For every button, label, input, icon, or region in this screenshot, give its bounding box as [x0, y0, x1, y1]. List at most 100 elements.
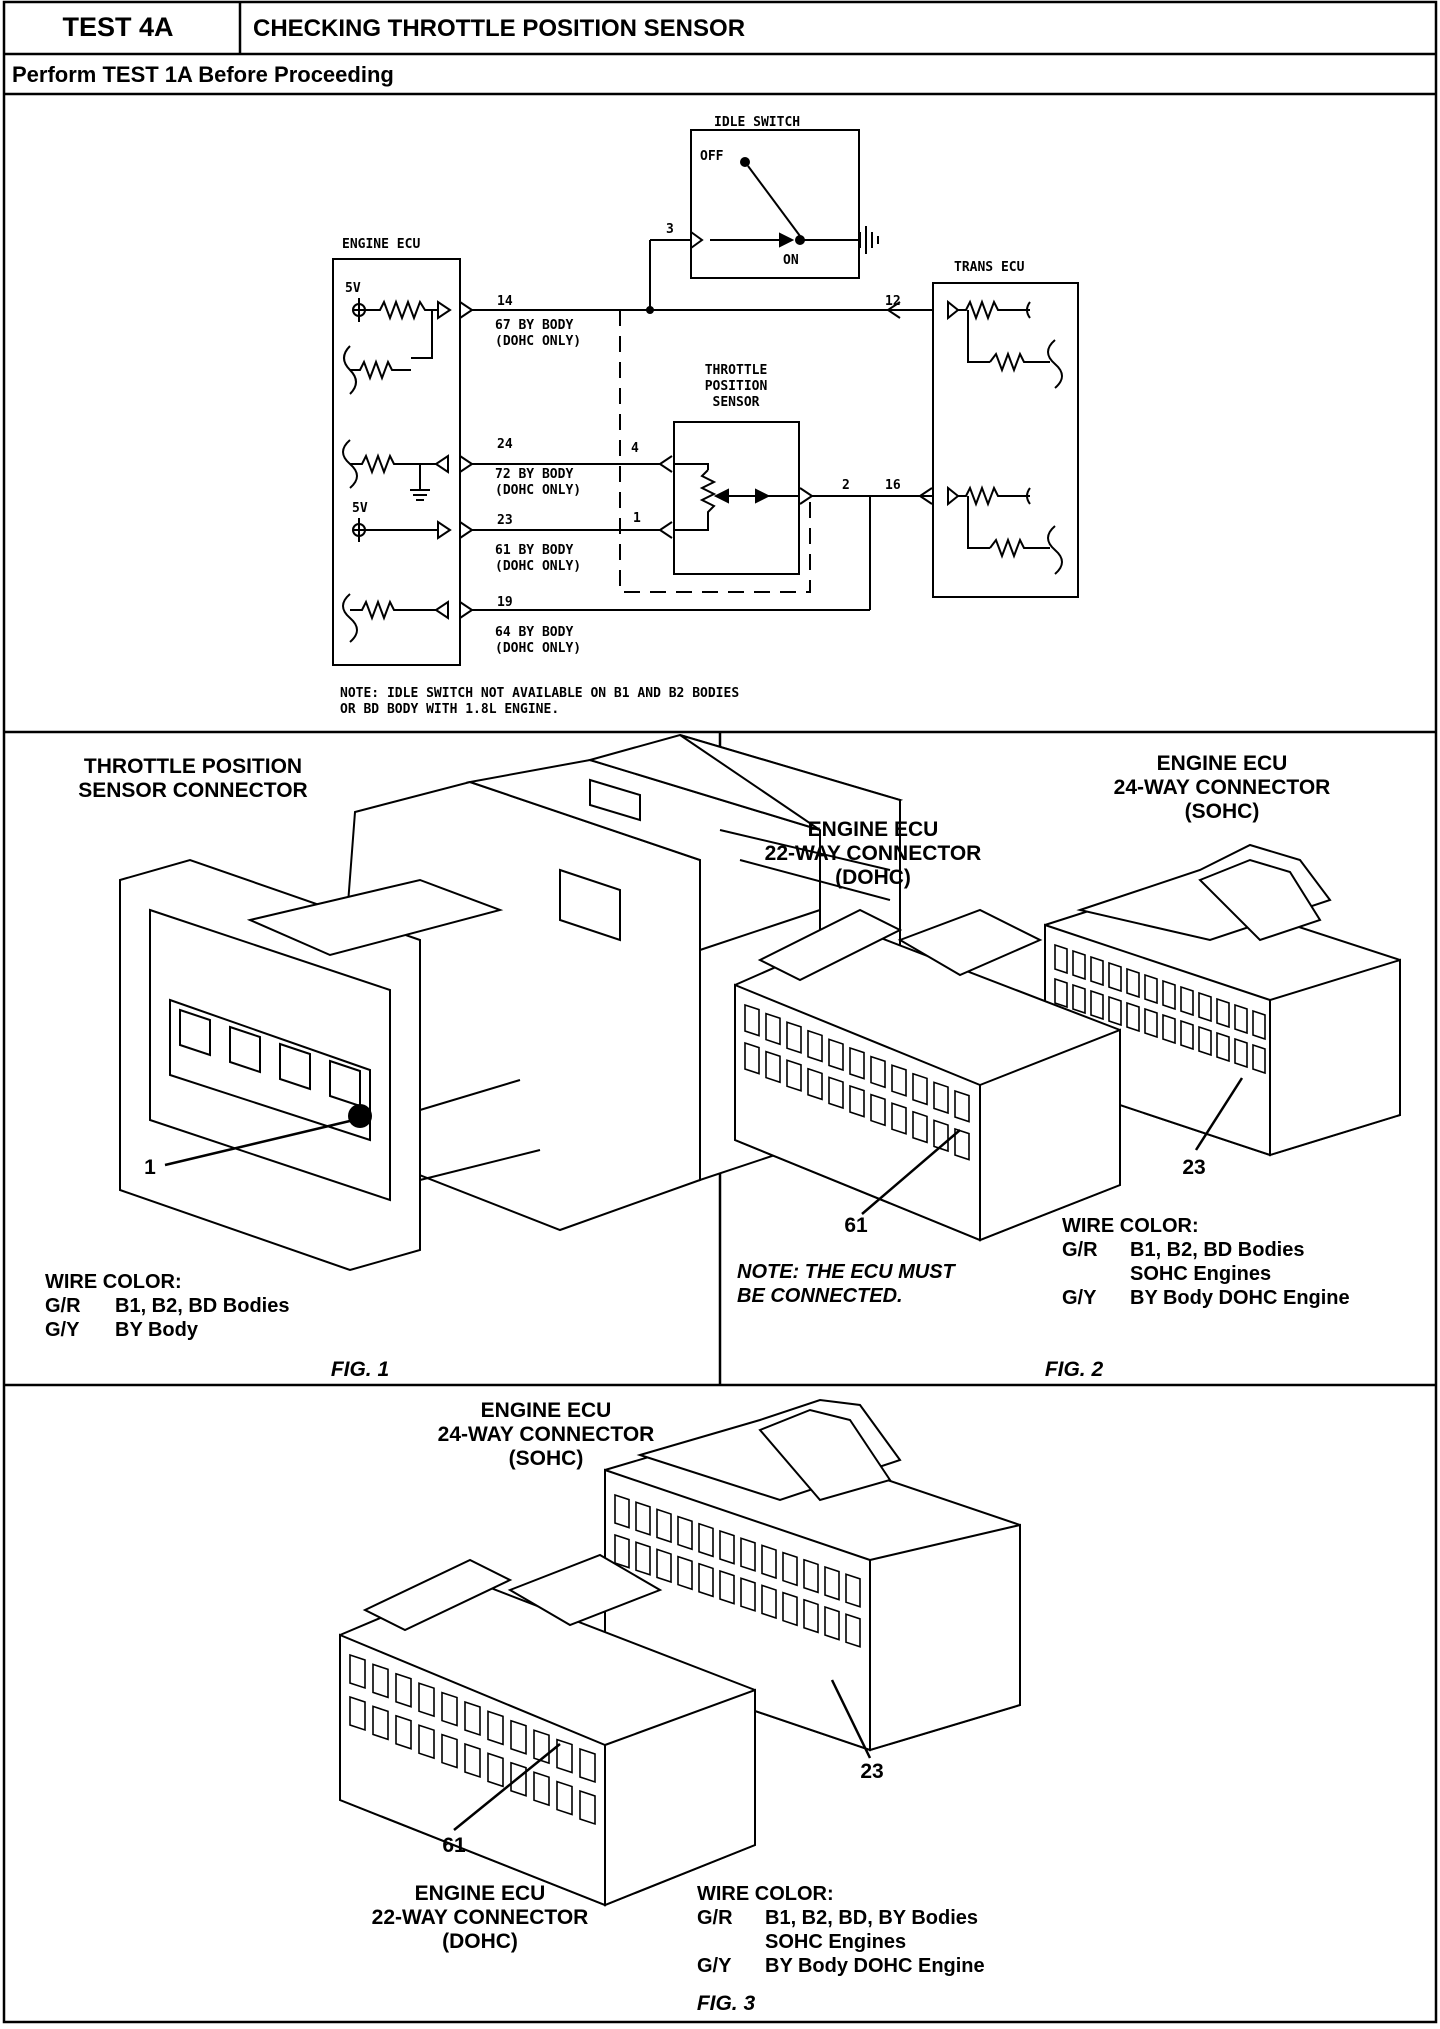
- fig1-row2-code: G/Y: [45, 1319, 80, 1341]
- fig3-24way-cavities: [614, 1493, 861, 1648]
- connector-cavity: [1252, 1043, 1266, 1075]
- connector-cavity: [782, 1591, 798, 1627]
- fig3-22way-title-1: ENGINE ECU: [415, 1882, 546, 1905]
- tps-label-2: POSITION: [705, 379, 768, 394]
- pin-3-label: 3: [666, 222, 674, 237]
- pin-19-label: 19: [497, 595, 513, 610]
- connector-cavity: [395, 1714, 412, 1750]
- fig1-row1-text: B1, B2, BD Bodies: [115, 1295, 289, 1317]
- trans-ecu-label: TRANS ECU: [954, 260, 1025, 275]
- connector-cavity: [845, 1573, 861, 1608]
- connector-cavity: [824, 1565, 840, 1601]
- connector-cavity: [719, 1529, 735, 1565]
- connector-cavity: [656, 1548, 672, 1584]
- connector-cavity: [677, 1515, 693, 1551]
- connector-cavity: [782, 1551, 798, 1587]
- fig1-title-1: THROTTLE POSITION: [84, 755, 302, 778]
- connector-cavity: [870, 1055, 886, 1089]
- connector-cavity: [556, 1738, 573, 1774]
- fig3-row1-text: B1, B2, BD, BY Bodies: [765, 1907, 978, 1929]
- engine-ecu-box: [332, 258, 461, 666]
- fig3-caption: FIG. 3: [697, 1992, 756, 2015]
- connector-cavity: [1144, 1007, 1158, 1039]
- connector-cavity: [719, 1569, 735, 1605]
- connector-cavity: [1126, 1001, 1140, 1033]
- connector-cavity: [744, 1041, 760, 1075]
- fig3-24way-title-3: (SOHC): [509, 1447, 584, 1470]
- connector-cavity: [698, 1562, 714, 1598]
- pin-14-label: 14: [497, 294, 513, 309]
- connector-cavity: [807, 1067, 823, 1101]
- fig2-24way-cavities: [1054, 943, 1266, 1075]
- fig3-callout-23: 23: [860, 1760, 883, 1783]
- fig2-callout-61: 61: [844, 1214, 868, 1237]
- connector-cavity: [1252, 1009, 1266, 1041]
- fig3-row2-text: BY Body DOHC Engine: [765, 1955, 985, 1977]
- schematic-note-2: OR BD BODY WITH 1.8L ENGINE.: [340, 702, 559, 717]
- connector-cavity: [614, 1533, 630, 1569]
- fig2-row1-text: B1, B2, BD Bodies: [1130, 1239, 1304, 1261]
- connector-cavity: [828, 1076, 844, 1110]
- fig3-22way-title-2: 22-WAY CONNECTOR: [372, 1906, 589, 1929]
- tps-pin-1-leader: [164, 1118, 355, 1167]
- connector-cavity: [803, 1598, 819, 1634]
- connector-cavity: [954, 1089, 970, 1123]
- connector-cavity: [845, 1613, 861, 1648]
- tps-pin-1-dot: [348, 1104, 372, 1128]
- fig2-pin-23-leader: [1194, 1077, 1244, 1151]
- pin-14-sub2: (DOHC ONLY): [495, 334, 581, 349]
- fig3-22way-title-3: (DOHC): [442, 1930, 518, 1953]
- connector-cavity: [1162, 979, 1176, 1011]
- connector-cavity: [891, 1102, 907, 1135]
- connector-cavity: [891, 1064, 907, 1097]
- connector-cavity: [510, 1719, 527, 1755]
- trans-ecu-box: [932, 282, 1079, 598]
- wiring-schematic: [332, 129, 1079, 666]
- connector-cavity: [1180, 1019, 1194, 1051]
- fig1-wire-color: WIRE COLOR:: [45, 1271, 182, 1293]
- on-label: ON: [783, 253, 799, 268]
- fig1-callout-1: 1: [144, 1156, 156, 1179]
- pin-2-label: 2: [842, 478, 850, 493]
- fig3-wire-color: WIRE COLOR:: [697, 1883, 834, 1905]
- connector-cavity: [677, 1555, 693, 1591]
- connector-cavity: [765, 1050, 781, 1084]
- connector-cavity: [870, 1093, 886, 1127]
- connector-cavity: [1234, 1037, 1248, 1069]
- tps-label-1: THROTTLE: [705, 363, 768, 378]
- connector-cavity: [933, 1081, 949, 1115]
- connector-cavity: [1198, 991, 1212, 1023]
- 5v-top-label: 5V: [345, 281, 361, 296]
- connector-cavity: [1090, 989, 1104, 1021]
- connector-cavity: [786, 1021, 802, 1054]
- connector-cavity: [740, 1537, 756, 1572]
- connector-cavity: [1108, 995, 1122, 1027]
- connector-cavity: [1162, 1013, 1176, 1045]
- schematic-labels: IDLE SWITCH OFF ON ENGINE ECU TRANS ECU …: [340, 115, 1025, 717]
- pin-23-sub2: (DOHC ONLY): [495, 559, 581, 574]
- tps-box: [673, 421, 800, 575]
- pin-24-sub1: 72 BY BODY: [495, 467, 573, 482]
- fig2-22way-title-3: (DOHC): [835, 866, 911, 889]
- connector-cavity: [1216, 997, 1230, 1029]
- pin-16-label: 16: [885, 478, 901, 493]
- connector-cavity: [849, 1084, 865, 1118]
- 5v-mid-label: 5V: [352, 501, 368, 516]
- fig2-24way-title-2: 24-WAY CONNECTOR: [1114, 776, 1331, 799]
- pin-24-label: 24: [497, 437, 513, 452]
- fig2-row2-text: BY Body DOHC Engine: [1130, 1287, 1350, 1309]
- fig2-22way-title-2: 22-WAY CONNECTOR: [765, 842, 982, 865]
- fig2-row1-code: G/R: [1062, 1239, 1098, 1261]
- fig2-caption: FIG. 2: [1045, 1358, 1104, 1381]
- connector-cavity: [635, 1501, 651, 1536]
- connector-cavity: [635, 1541, 651, 1576]
- connector-cavity: [698, 1522, 714, 1558]
- schematic-note-1: NOTE: IDLE SWITCH NOT AVAILABLE ON B1 AN…: [340, 686, 739, 701]
- fig2-22way-cavities: [744, 1003, 970, 1161]
- connector-cavity: [954, 1127, 970, 1161]
- fig3-24way-title-2: 24-WAY CONNECTOR: [438, 1423, 655, 1446]
- fig3-row1-code: G/R: [697, 1907, 733, 1929]
- fig2-22way-title-1: ENGINE ECU: [808, 818, 939, 841]
- pin-4-label: 4: [631, 441, 639, 456]
